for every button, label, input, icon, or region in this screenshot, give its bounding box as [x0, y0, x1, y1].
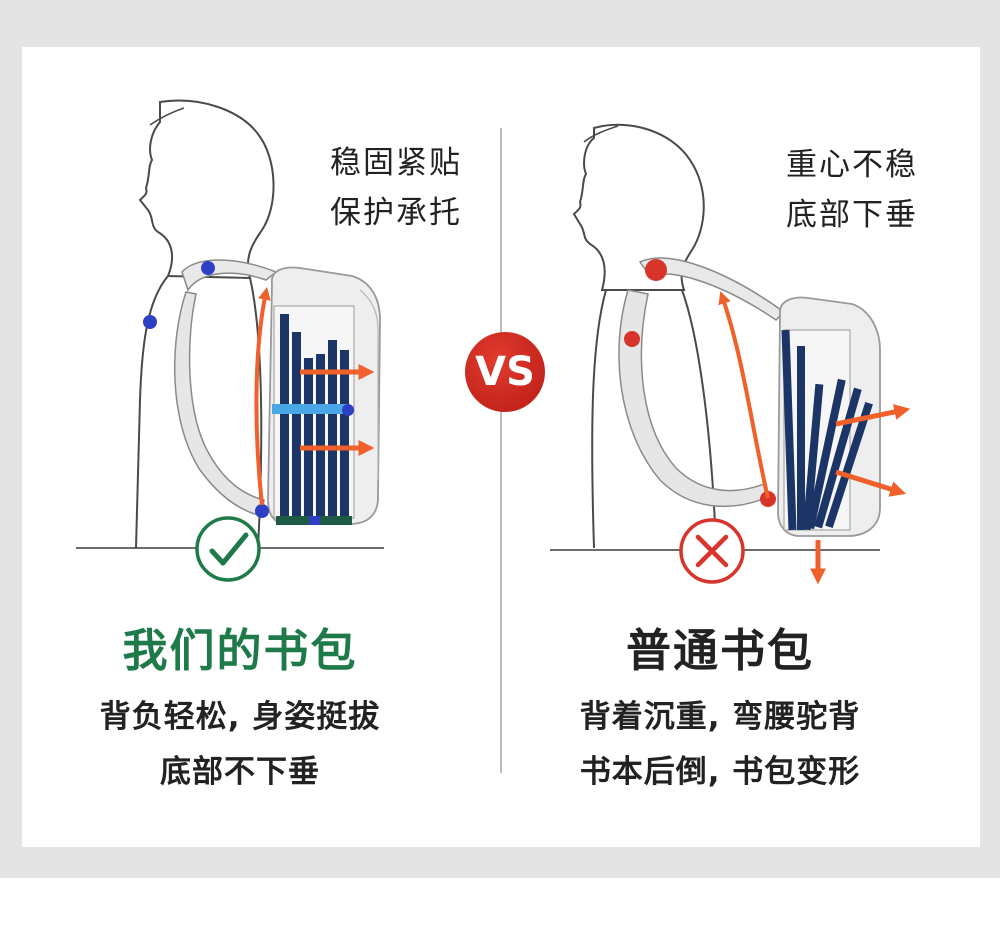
left-figure	[135, 99, 275, 549]
left-desc-line1: 背负轻松, 身姿挺拔	[99, 699, 381, 735]
left-caption-line1: 稳固紧贴	[330, 145, 462, 181]
left-backpack	[143, 259, 381, 525]
right-figure	[572, 123, 717, 549]
right-caption-line2: 底部下垂	[786, 197, 918, 233]
right-caption: 重心不稳 底部下垂	[786, 140, 918, 240]
vs-badge: VS	[465, 332, 545, 412]
right-description: 背着沉重, 弯腰驼背 书本后倒, 书包变形	[520, 690, 920, 800]
right-caption-line1: 重心不稳	[786, 147, 918, 183]
right-arrow-lower	[835, 469, 907, 497]
right-desc-line2: 书本后倒, 书包变形	[579, 754, 861, 790]
left-upward-arrow	[254, 286, 271, 506]
left-description: 背负轻松, 身姿挺拔 底部不下垂	[40, 690, 440, 800]
vs-label: VS	[475, 349, 535, 395]
left-caption-line2: 保护承托	[330, 195, 462, 231]
check-circle-icon	[195, 516, 261, 582]
right-desc-line1: 背着沉重, 弯腰驼背	[579, 699, 861, 735]
cross-circle-icon	[679, 518, 745, 584]
right-title: 普通书包	[625, 624, 814, 677]
bottom-strip	[0, 878, 1000, 939]
center-divider	[500, 128, 502, 773]
right-tilt-arrow	[718, 291, 770, 499]
left-title: 我们的书包	[122, 624, 358, 677]
left-desc-line2: 底部不下垂	[160, 754, 320, 790]
right-arrow-upper	[835, 404, 911, 427]
left-caption: 稳固紧贴 保护承托	[330, 138, 462, 238]
